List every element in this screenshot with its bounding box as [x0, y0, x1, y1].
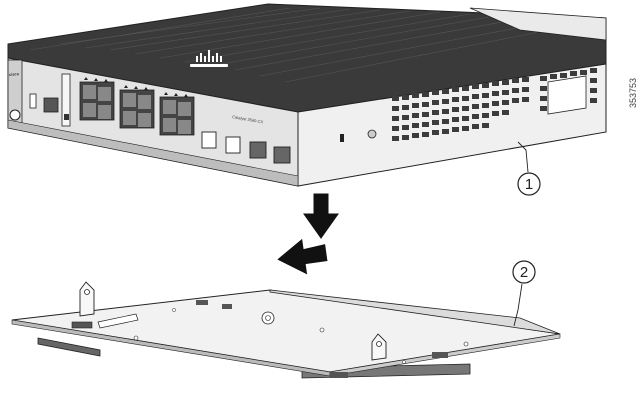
port-led-markers	[84, 77, 188, 97]
rj45-port-block-2	[119, 89, 155, 129]
callout-2-leader	[513, 283, 523, 327]
switch-top-right-edge	[469, 7, 607, 41]
tray-clip-left	[71, 321, 93, 329]
tray-hole-5	[402, 360, 406, 364]
figure-id: 353753	[628, 78, 638, 108]
callout-1: 1	[517, 141, 541, 196]
model-label: Catalyst 3560-CX	[232, 114, 264, 124]
usb-port	[29, 93, 37, 109]
led-panel	[61, 73, 71, 127]
callout-1-circle	[517, 172, 541, 196]
down-arrow-icon	[303, 193, 339, 239]
network-switch: cisco	[7, 3, 607, 187]
tray-clip-front-2	[432, 352, 448, 358]
tray-hole-3	[463, 341, 469, 347]
power-inlet-panel	[547, 75, 587, 115]
tray-slot-left	[97, 313, 139, 329]
console-port	[43, 97, 59, 113]
tray-clip-back-2	[222, 304, 232, 309]
mini-usb-port	[64, 114, 69, 120]
tray-center-hole-inner	[265, 315, 271, 321]
tray-tab-left	[79, 281, 95, 317]
mounting-tray	[11, 281, 561, 379]
cisco-logo-icon	[190, 50, 228, 67]
uplink-copper-port-2	[225, 136, 241, 154]
tray-rail-left	[37, 337, 101, 357]
security-slot	[340, 134, 344, 142]
callout-2-circle	[512, 260, 536, 284]
left-arrow-icon	[277, 238, 328, 275]
callout-1-number: 1	[525, 176, 533, 193]
uplink-copper-port-1	[201, 131, 217, 149]
mode-button	[9, 109, 21, 121]
tray-tab-right	[371, 333, 387, 361]
callout-2-number: 2	[520, 264, 528, 281]
front-bottom-strip	[7, 119, 299, 187]
rj45-port-block-1	[79, 81, 115, 121]
tray-hole-4	[172, 308, 176, 312]
side-vents	[392, 68, 597, 141]
tray-hole-1	[133, 335, 139, 341]
tray-hole-2	[319, 327, 325, 333]
sfp-port-1	[249, 141, 267, 159]
callout-1-leader	[517, 141, 529, 173]
tray-clip-back-1	[196, 300, 208, 305]
ground-screw	[367, 129, 377, 139]
sfp-port-2	[273, 146, 291, 164]
callout-2: 2	[512, 260, 536, 327]
rj45-port-block-3	[159, 96, 195, 136]
front-logo-text: cisco	[9, 71, 20, 77]
tray-clip-front-1	[330, 372, 348, 378]
